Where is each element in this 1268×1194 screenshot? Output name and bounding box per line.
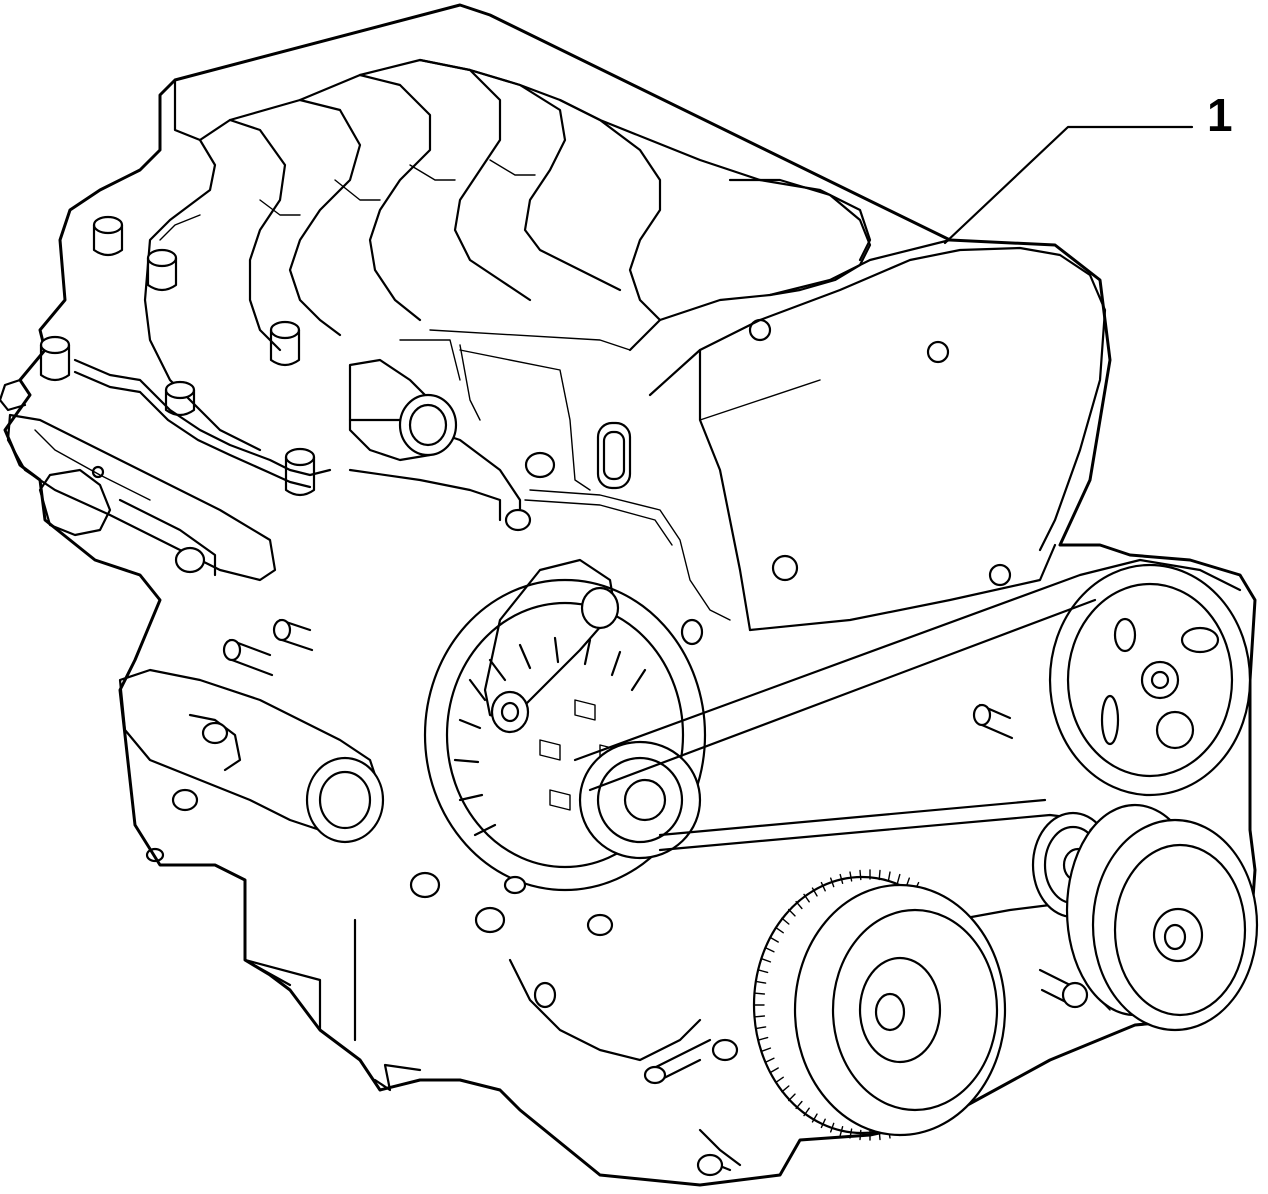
intake-manifold [143, 58, 872, 452]
tensioner-pulley [578, 740, 702, 860]
timing-belt-cover [596, 238, 1107, 632]
bolt-3 [269, 320, 301, 367]
callout-label: 1 [1207, 89, 1233, 141]
bolt-6 [39, 335, 71, 382]
ac-compressor-pulley [1065, 803, 1259, 1032]
engine-block [3, 3, 1257, 1187]
bolt-4 [164, 380, 196, 417]
exhaust-bracket [0, 378, 277, 582]
oil-sump [243, 878, 422, 1092]
throttle-body [348, 358, 556, 532]
fuel-rail [73, 329, 731, 621]
crankshaft-pulley [752, 869, 1007, 1141]
starter-motor [118, 668, 385, 863]
bolt-2 [146, 248, 178, 292]
bolt-1 [92, 215, 124, 257]
bolt-5 [284, 447, 316, 497]
oil-pump-area [409, 871, 742, 1177]
callout-1: 1 [943, 89, 1233, 245]
block-studs [222, 618, 1089, 1009]
manifold-bolts [39, 215, 316, 497]
power-steering-pulley [1048, 563, 1252, 797]
